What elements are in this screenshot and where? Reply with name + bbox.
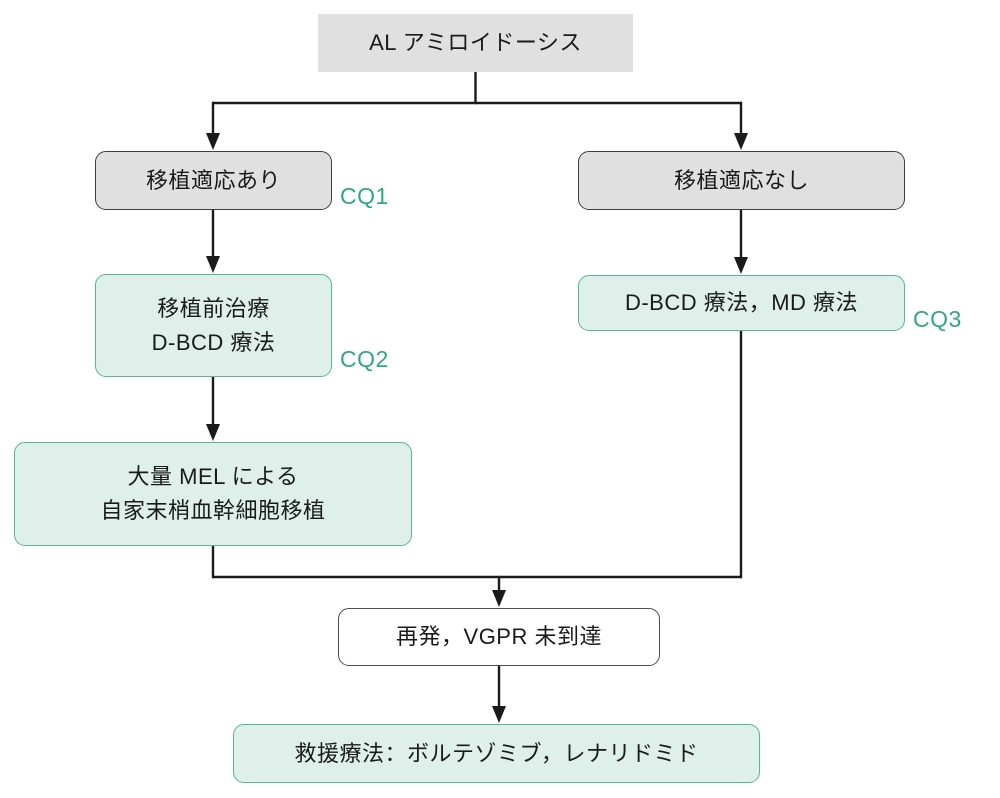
arrowhead-ineligible-dbcdmd <box>734 257 748 274</box>
arrowhead-to-eligible <box>206 133 220 150</box>
node-al-amyloidosis: AL アミロイドーシス <box>318 14 633 72</box>
cq3-annotation: CQ3 <box>913 306 962 332</box>
node-pre-transplant-line1: 移植前治療 <box>157 295 270 321</box>
cq2-annotation: CQ2 <box>340 346 389 372</box>
cq1-annotation: CQ1 <box>340 183 389 209</box>
node-transplant-ineligible-label: 移植適応なし <box>673 167 809 193</box>
node-relapse-label: 再発，VGPR 未到達 <box>396 624 602 649</box>
node-dbcd-md-therapy: D-BCD 療法，MD 療法 <box>578 275 905 331</box>
node-pre-transplant-therapy: 移植前治療 D-BCD 療法 <box>95 274 332 377</box>
node-transplant-eligible: 移植適応あり <box>95 151 332 210</box>
arrowhead-merge-relapse <box>492 590 506 607</box>
arrowhead-eligible-pretx <box>206 256 220 273</box>
arrowhead-pretx-mel <box>206 424 220 441</box>
node-relapse-vgpr: 再発，VGPR 未到達 <box>338 608 660 666</box>
node-mel-line2: 自家末梢血幹細胞移植 <box>100 498 326 523</box>
node-salvage-label: 救援療法：ボルテゾミブ，レナリドミド <box>294 740 699 766</box>
node-mel-line1: 大量 MEL による <box>127 464 299 489</box>
node-mel-stem-cell-transplant: 大量 MEL による 自家末梢血幹細胞移植 <box>14 442 412 546</box>
arrowhead-to-ineligible <box>734 133 748 150</box>
node-al-amyloidosis-label: AL アミロイドーシス <box>369 30 582 55</box>
node-dbcd-md-label: D-BCD 療法，MD 療法 <box>624 290 859 315</box>
node-transplant-eligible-label: 移植適応あり <box>145 167 281 193</box>
node-transplant-ineligible: 移植適応なし <box>578 151 905 210</box>
arrowhead-relapse-salvage <box>492 706 506 723</box>
node-salvage-therapy: 救援療法：ボルテゾミブ，レナリドミド <box>233 724 760 783</box>
node-pre-transplant-line2: D-BCD 療法 <box>151 329 276 355</box>
